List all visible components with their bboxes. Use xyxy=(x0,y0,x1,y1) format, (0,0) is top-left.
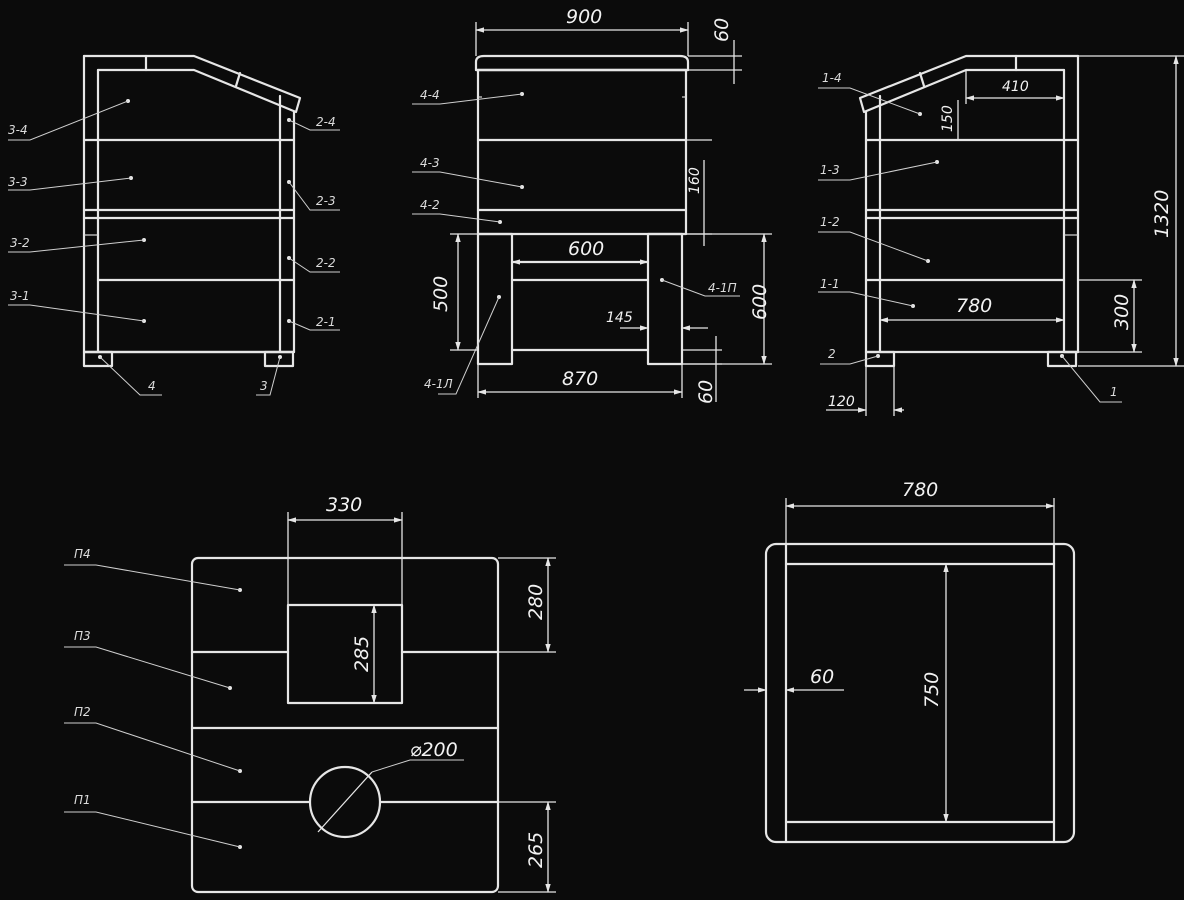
label-3-1: 3-1 xyxy=(10,289,30,303)
label-3-4: 3-4 xyxy=(8,123,28,137)
label-p3: П3 xyxy=(74,629,91,643)
dim-foot-60: 60 xyxy=(695,380,717,404)
dim-inner-600: 600 xyxy=(568,238,604,260)
dim-bottom-265: 265 xyxy=(525,832,547,868)
dim-lower-300: 300 xyxy=(1111,294,1133,330)
plan-view: 780 750 60 xyxy=(744,479,1076,844)
label-4-1l: 4-1Л xyxy=(424,377,453,391)
front-left-view: 3-4 3-3 3-2 3-1 2-4 2-3 2-2 2-1 4 3 xyxy=(8,54,340,396)
dim-roof-410: 410 xyxy=(1002,79,1029,95)
dim-shelf-160: 160 xyxy=(687,167,703,194)
label-2-2: 2-2 xyxy=(316,256,336,270)
label-3-3: 3-3 xyxy=(8,175,28,189)
dim-rise-150: 150 xyxy=(940,105,956,132)
dim-height-1320: 1320 xyxy=(1151,190,1173,238)
label-p2: П2 xyxy=(74,705,91,719)
label-4-4: 4-4 xyxy=(420,88,440,102)
label-3: 3 xyxy=(260,379,268,393)
panel-view: П4 П3 П2 П1 330 285 280 265 ⌀200 xyxy=(64,494,556,894)
label-p1: П1 xyxy=(74,793,91,807)
label-1-1: 1-1 xyxy=(820,277,840,291)
dim-bottom-870: 870 xyxy=(562,368,598,390)
label-4: 4 xyxy=(148,379,156,393)
label-1: 1 xyxy=(1110,385,1118,399)
dim-width-900: 900 xyxy=(566,6,602,28)
label-1-4: 1-4 xyxy=(822,71,842,85)
dim-plan-750: 750 xyxy=(921,672,943,708)
dim-top-280: 280 xyxy=(525,584,547,620)
dim-left-500: 500 xyxy=(430,276,452,312)
label-2-4: 2-4 xyxy=(316,115,336,129)
label-p4: П4 xyxy=(74,547,91,561)
side-right-view: 1-4 1-3 1-2 1-1 2 1 410 150 1320 780 300… xyxy=(818,54,1184,416)
dim-top-60: 60 xyxy=(711,18,733,42)
front-center-view: 4-4 4-3 4-2 4-1П 4-1Л 900 60 160 600 500… xyxy=(412,6,772,404)
label-1-2: 1-2 xyxy=(820,215,840,229)
dim-right-600: 600 xyxy=(749,284,771,320)
label-4-3: 4-3 xyxy=(420,156,440,170)
dim-foot-120: 120 xyxy=(828,394,855,410)
dim-window-285: 285 xyxy=(351,636,373,672)
label-3-2: 3-2 xyxy=(10,236,30,250)
label-4-1p: 4-1П xyxy=(708,281,737,295)
dim-plan-60: 60 xyxy=(810,666,834,688)
label-4-2: 4-2 xyxy=(420,198,440,212)
dim-window-330: 330 xyxy=(326,494,362,516)
dim-plan-780: 780 xyxy=(902,479,938,501)
label-2-1: 2-1 xyxy=(316,315,336,329)
label-2: 2 xyxy=(828,347,836,361)
dim-inner-780: 780 xyxy=(956,295,992,317)
dim-gap-145: 145 xyxy=(606,310,633,326)
label-2-3: 2-3 xyxy=(316,194,336,208)
dim-hole-200: ⌀200 xyxy=(410,739,458,761)
label-1-3: 1-3 xyxy=(820,163,840,177)
